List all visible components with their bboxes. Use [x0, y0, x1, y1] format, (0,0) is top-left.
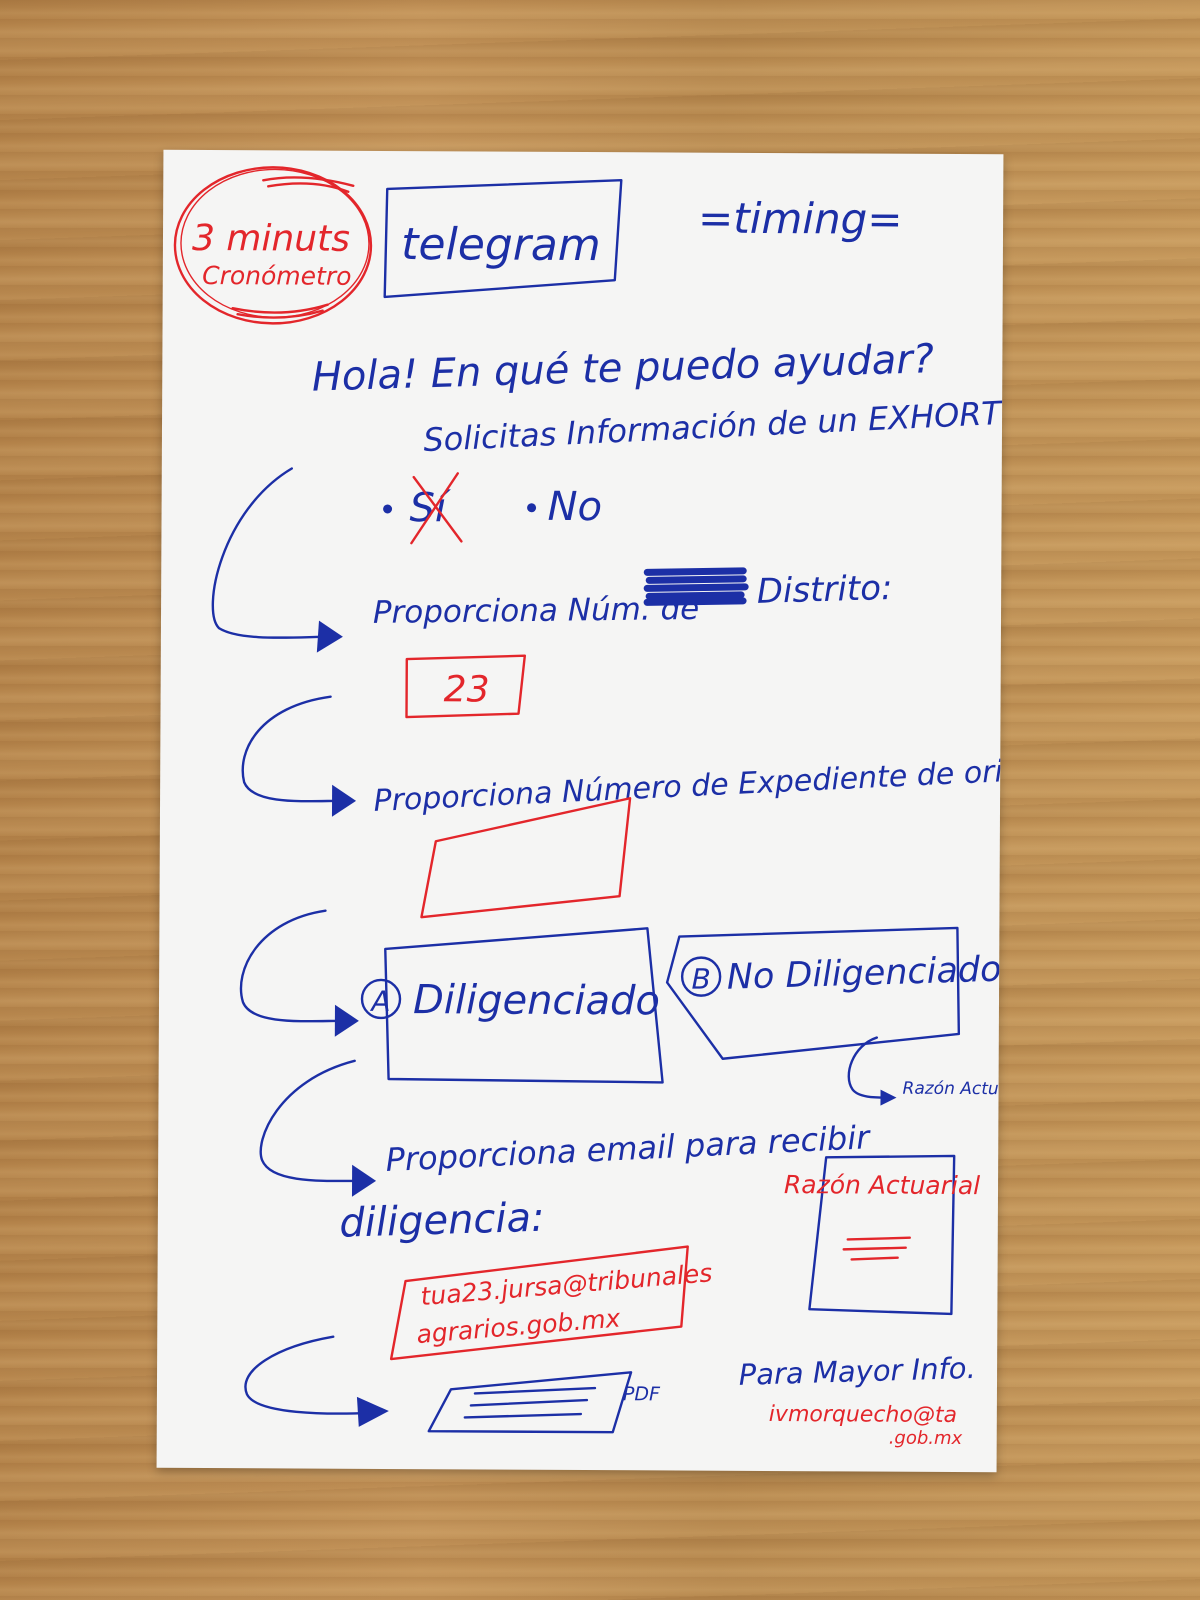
flow-arrowhead-2-icon: [331, 784, 357, 817]
flow-arrow-3: [239, 909, 351, 1023]
distrito-input-frame: [405, 654, 527, 719]
distrito-prompt-prefix: Proporciona Núm. de: [373, 591, 700, 631]
distrito-prompt-suffix: Distrito:: [756, 568, 893, 612]
distrito-input[interactable]: 23: [405, 654, 527, 719]
flow-arrowhead-4-icon: [351, 1164, 377, 1197]
option-no[interactable]: No: [547, 484, 602, 530]
flow-arrowhead-5-icon: [356, 1396, 389, 1427]
choice-a-frame: [384, 927, 664, 1084]
razon-note: Razón Actuarial: [902, 1079, 1003, 1100]
pdf-document-frame: [427, 1371, 633, 1434]
stopwatch-circle-icon: [173, 166, 373, 325]
choice-b-badge: B: [691, 963, 710, 996]
stopwatch-scribble-top: [262, 176, 355, 193]
timer-title: 3 minuts: [192, 218, 350, 260]
stopwatch-badge: 3 minuts Cronómetro: [173, 166, 373, 325]
more-info-line2[interactable]: ivmorquecho@ta: [769, 1402, 957, 1428]
crossed-out-icon: [410, 472, 463, 545]
timer-subtitle: Cronómetro: [202, 261, 351, 291]
choice-diligenciado[interactable]: A Diligenciado: [360, 927, 664, 1084]
email-value-line2: agrarios.gob.mx: [415, 1303, 621, 1349]
razon-card-title: Razón Actuarial: [784, 1170, 980, 1200]
choice-no-diligenciado[interactable]: B No Diligenciado: [665, 926, 1003, 1060]
option-bullet-no: [527, 503, 537, 513]
expediente-input[interactable]: [420, 797, 632, 919]
wireframe-sketch: 3 minuts Cronómetro telegram =timing= Ho…: [173, 166, 1004, 1449]
flow-arrow-2: [241, 695, 348, 803]
bot-question: Solicitas Información de un EXHORTO?: [422, 392, 1003, 459]
app-name-box: telegram: [383, 179, 623, 299]
choice-b-label: No Diligenciado: [726, 950, 1002, 998]
flow-arrow-4: [259, 1059, 368, 1183]
pdf-label: PDF: [623, 1383, 661, 1405]
flow-arrowhead-razon-icon: [880, 1089, 897, 1106]
flow-arrowhead-3-icon: [334, 1004, 359, 1037]
option-bullet-yes: [383, 504, 393, 514]
timing-label: =timing=: [698, 194, 903, 244]
bot-greeting: Hola! En qué te puedo ayudar?: [311, 336, 934, 400]
flow-arrow-razon: [847, 1036, 888, 1099]
pdf-lines-icon: [463, 1386, 597, 1419]
razon-actuarial-card: Razón Actuarial: [784, 1154, 980, 1316]
choice-a-badge: A: [369, 985, 390, 1018]
pdf-document-icon[interactable]: PDF: [427, 1371, 661, 1434]
expediente-prompt: Proporciona Número de Expediente de orig…: [373, 751, 1004, 819]
answer-options: Sí No: [383, 472, 602, 545]
stopwatch-scribble-bottom: [231, 303, 329, 319]
email-input-frame: [389, 1245, 689, 1361]
app-name: telegram: [401, 219, 601, 271]
distrito-value: 23: [444, 669, 490, 710]
flow-arrowhead-1-icon: [316, 620, 343, 653]
razon-card-frame: [808, 1154, 956, 1316]
email-prompt-line2: diligencia:: [339, 1195, 545, 1247]
flow-arrow-1: [211, 467, 335, 639]
redaction-scribble-icon: [643, 567, 749, 606]
choice-b-badge-circle: [680, 956, 722, 997]
choice-b-frame: [665, 926, 961, 1060]
choice-a-label: Diligenciado: [413, 977, 660, 1024]
more-info-line1: Para Mayor Info.: [738, 1351, 976, 1392]
choice-a-badge-circle: [360, 978, 402, 1020]
scribble-redaction: [643, 567, 749, 606]
email-value-line1: tua23.jursa@tribunales: [420, 1258, 714, 1311]
email-input[interactable]: tua23.jursa@tribunales agrarios.gob.mx: [389, 1245, 714, 1361]
more-info-line3[interactable]: .gob.mx: [889, 1428, 963, 1449]
app-name-frame: [383, 179, 623, 299]
paper-sheet: 3 minuts Cronómetro telegram =timing= Ho…: [156, 149, 1004, 1473]
razon-card-lines-icon: [842, 1236, 911, 1261]
flow-arrow-5: [244, 1335, 373, 1415]
